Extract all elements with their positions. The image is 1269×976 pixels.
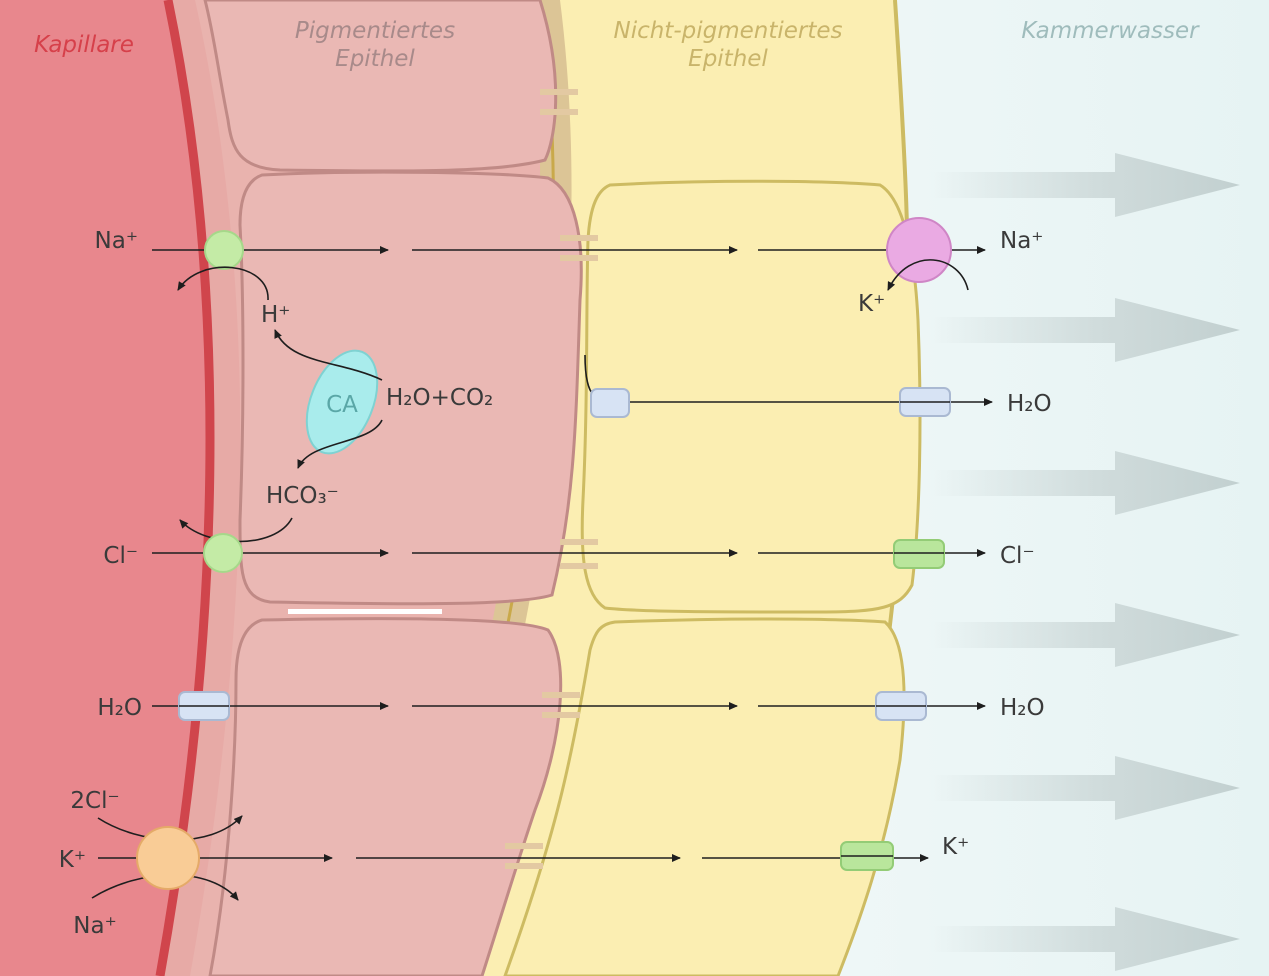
zone-title-pigmented-line2: Epithel	[335, 46, 415, 72]
h-exchange-curve	[177, 266, 269, 301]
capillary-area	[0, 0, 212, 976]
h2o-in-label: H₂O	[97, 695, 142, 721]
nonpigmented-cell-bottom	[503, 617, 906, 976]
flow-arrow	[930, 451, 1240, 515]
flow-arrow	[930, 298, 1240, 362]
k-exchange-curve	[887, 259, 969, 291]
chloride-channel	[893, 539, 945, 569]
na-cotransport-label: Na⁺	[73, 913, 116, 939]
flow-arrow	[930, 907, 1240, 971]
pigmented-cells	[203, 0, 583, 976]
proton-curve	[274, 329, 383, 381]
k-out-label: K⁺	[942, 834, 969, 860]
pigmented-cell-middle	[238, 170, 583, 606]
bicarbonate-label: HCO₃⁻	[266, 483, 339, 509]
flow-arrow	[930, 756, 1240, 820]
sodium-transport-row: Na⁺ Na⁺ H⁺ K⁺	[95, 217, 1043, 328]
cl-out-label: Cl⁻	[1000, 543, 1035, 569]
flow-arrow	[930, 153, 1240, 217]
na-out-label: Na⁺	[1000, 228, 1043, 254]
chloride-transport-row: Cl⁻ Cl⁻	[103, 517, 1035, 573]
zone-title-aqueous: Kammerwasser	[1021, 18, 1200, 44]
flow-arrow	[930, 603, 1240, 667]
tight-junctions	[505, 89, 598, 869]
bicarbonate-curve	[297, 419, 383, 469]
cl-in-label: Cl⁻	[103, 543, 138, 569]
k-exchange-label: K⁺	[858, 291, 885, 317]
h-label: H⁺	[261, 302, 290, 328]
carbonic-anhydrase-enzyme	[305, 349, 379, 455]
nonpigmented-cell-middle	[580, 179, 922, 614]
zone-title-nonpigmented-line1: Nicht-pigmentiertes	[613, 18, 842, 44]
nkcc-cotransporter	[136, 826, 200, 890]
h2o-out-upper-label: H₂O	[1007, 391, 1052, 417]
water-transport-lower-row: H₂O H₂O	[97, 691, 1045, 721]
zone-title-nonpigmented-line2: Epithel	[688, 46, 768, 72]
two-cl-label: 2Cl⁻	[70, 788, 119, 814]
capillary-wall	[155, 0, 215, 976]
aqueous-flow-arrows	[930, 153, 1240, 971]
zone-title-capillary: Kapillare	[34, 32, 134, 58]
nonpigmented-cells	[503, 179, 922, 976]
zone-title-pigmented-line1: Pigmentiertes	[295, 18, 455, 44]
na-in-label: Na⁺	[95, 228, 138, 254]
potassium-transport-row: 2Cl⁻ K⁺ Na⁺ K⁺	[59, 788, 969, 939]
carbonic-anhydrase-reaction: CA H₂O+CO₂ HCO₃⁻	[266, 329, 493, 509]
na-h-antiporter	[204, 230, 244, 270]
substrate-label: H₂O+CO₂	[386, 385, 493, 411]
aquaporin-basolateral	[590, 388, 630, 418]
k-in-label: K⁺	[59, 847, 86, 873]
na-k-atpase-pump	[886, 217, 952, 283]
enzyme-label: CA	[326, 392, 358, 418]
h2o-out-lower-label: H₂O	[1000, 695, 1045, 721]
scale-bar	[288, 609, 442, 614]
cl-hco3-exchanger	[203, 533, 243, 573]
water-transport-upper-row: H₂O	[584, 354, 1052, 418]
